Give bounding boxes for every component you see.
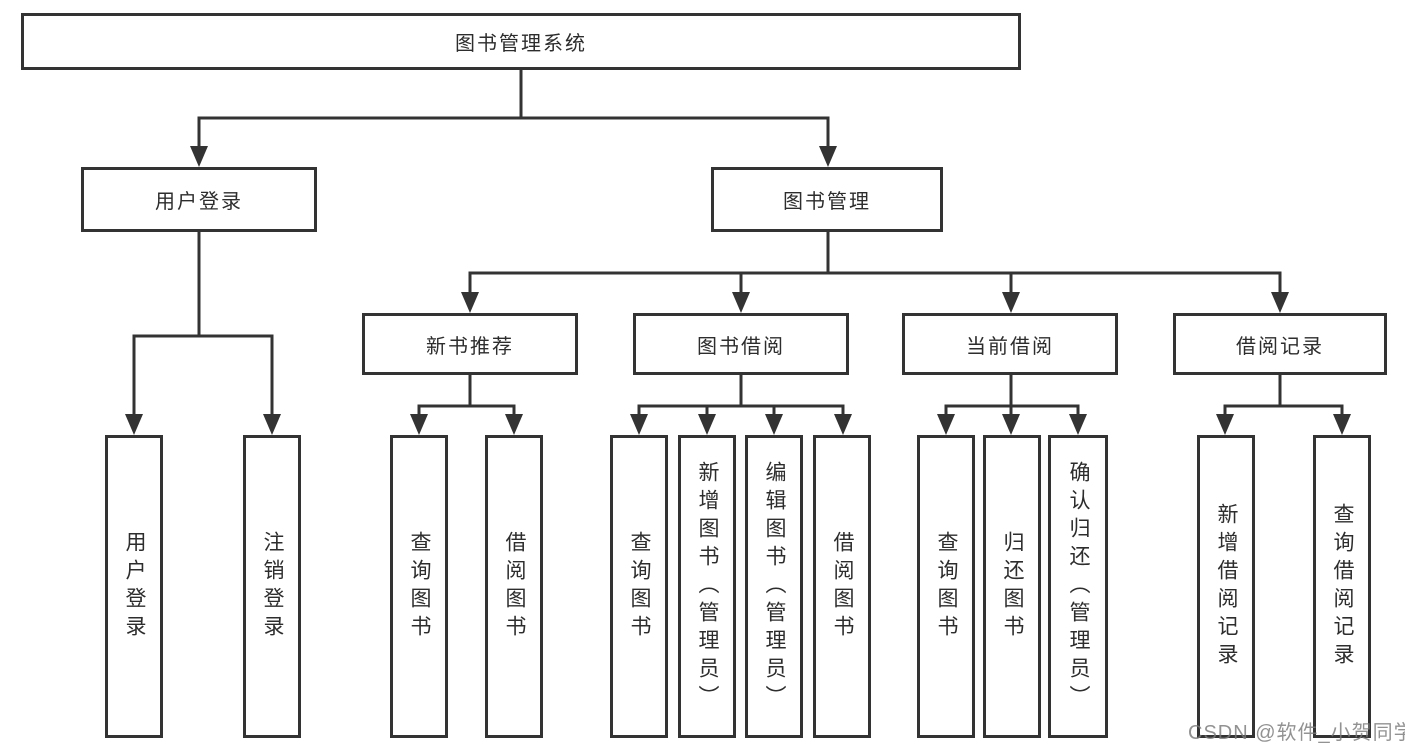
node-book-management: 图书管理 bbox=[711, 167, 943, 232]
leaf-user-login: 用户登录 bbox=[105, 435, 163, 738]
node-new-book-recommendation: 新书推荐 bbox=[362, 313, 578, 375]
leaf-br-add-record: 新增借阅记录 bbox=[1197, 435, 1255, 738]
connector-new-book-rec-to-leaves bbox=[410, 375, 523, 435]
leaf-cb-query-books: 查询图书 bbox=[917, 435, 975, 738]
node-user-login: 用户登录 bbox=[81, 167, 317, 232]
leaf-cb-confirm-return-admin: 确认归还（管理员） bbox=[1048, 435, 1108, 738]
connector-borrow-records-to-leaves bbox=[1216, 375, 1351, 435]
leaf-bb-add-books-admin: 新增图书（管理员） bbox=[678, 435, 736, 738]
connector-book-borrow-to-leaves bbox=[630, 375, 852, 435]
node-borrowing-records: 借阅记录 bbox=[1173, 313, 1387, 375]
csdn-watermark: CSDN @软件_小贺同学 bbox=[1188, 722, 1405, 744]
leaf-rec-query-books: 查询图书 bbox=[390, 435, 448, 738]
node-book-borrowing: 图书借阅 bbox=[633, 313, 849, 375]
connector-user-login-to-leaves bbox=[125, 232, 281, 435]
node-current-borrowing: 当前借阅 bbox=[902, 313, 1118, 375]
leaf-bb-edit-books-admin: 编辑图书（管理员） bbox=[745, 435, 803, 738]
connector-root-to-level2 bbox=[190, 70, 837, 167]
leaf-br-query-record: 查询借阅记录 bbox=[1313, 435, 1371, 738]
connector-current-borrow-to-leaves bbox=[937, 375, 1087, 435]
leaf-bb-borrow-books: 借阅图书 bbox=[813, 435, 871, 738]
leaf-logout-login: 注销登录 bbox=[243, 435, 301, 738]
leaf-bb-query-books: 查询图书 bbox=[610, 435, 668, 738]
connector-book-mgmt-to-level3 bbox=[461, 232, 1289, 313]
leaf-cb-return-books: 归还图书 bbox=[983, 435, 1041, 738]
node-root-system: 图书管理系统 bbox=[21, 13, 1021, 70]
leaf-rec-borrow-books: 借阅图书 bbox=[485, 435, 543, 738]
